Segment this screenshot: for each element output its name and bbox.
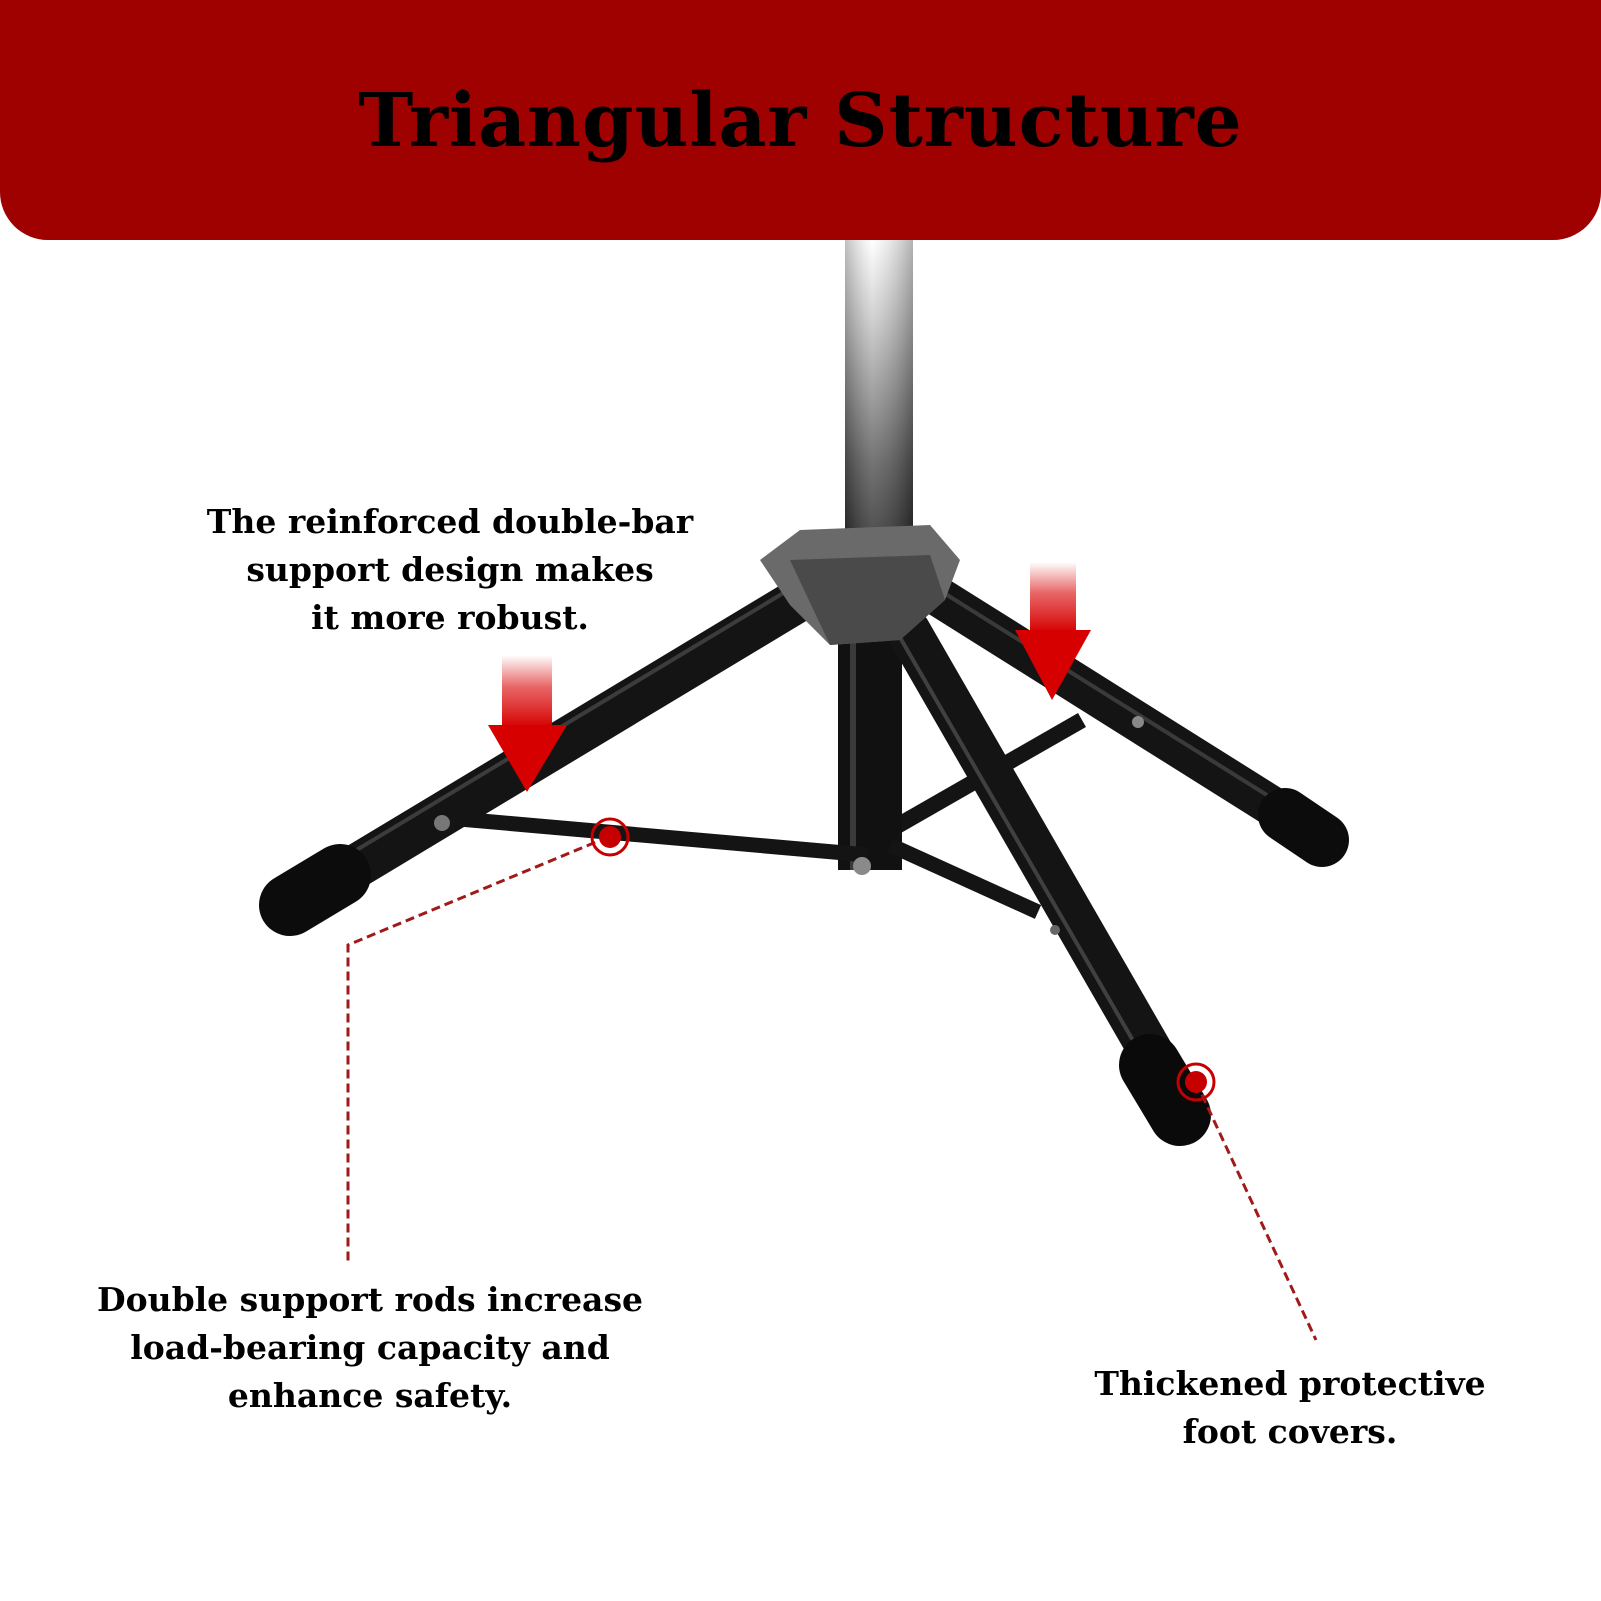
caption-line: Thickened protective [1094,1364,1486,1403]
caption-line: it more robust. [311,598,589,637]
caption-line: support design makes [246,550,654,589]
caption-line: Double support rods increase [96,1280,644,1319]
left-foot-cover [259,844,371,936]
reinforced-support-caption: The reinforced double-bar support design… [170,498,730,642]
target-marker-icon [1176,1062,1216,1102]
caption-line: The reinforced double-bar [206,502,694,541]
back-right-leg [900,565,1338,855]
target-marker-icon [590,817,630,857]
page-title: Triangular Structure [358,78,1243,164]
front-leg [886,608,1192,1107]
left-leg [308,568,837,904]
caption-line: foot covers. [1182,1412,1398,1451]
double-rods-caption: Double support rods increase load-bearin… [60,1276,680,1420]
caption-line: enhance safety. [227,1376,513,1415]
front-foot-cover [1119,1034,1211,1146]
foot-covers-caption: Thickened protective foot covers. [1040,1360,1540,1456]
back-right-foot-cover [1258,788,1349,867]
double-rods-callout-line [346,835,609,1262]
down-arrow-icon [1015,562,1091,700]
center-pole [845,240,913,560]
center-rod [838,630,902,870]
left-brace [447,810,869,863]
foot-covers-callout-line [1194,1081,1318,1341]
down-arrow-icon [488,655,567,792]
caption-line: load-bearing capacity and [130,1328,610,1367]
title-banner [0,0,1601,240]
front-brace [886,838,1042,919]
leg-hub [760,525,960,875]
